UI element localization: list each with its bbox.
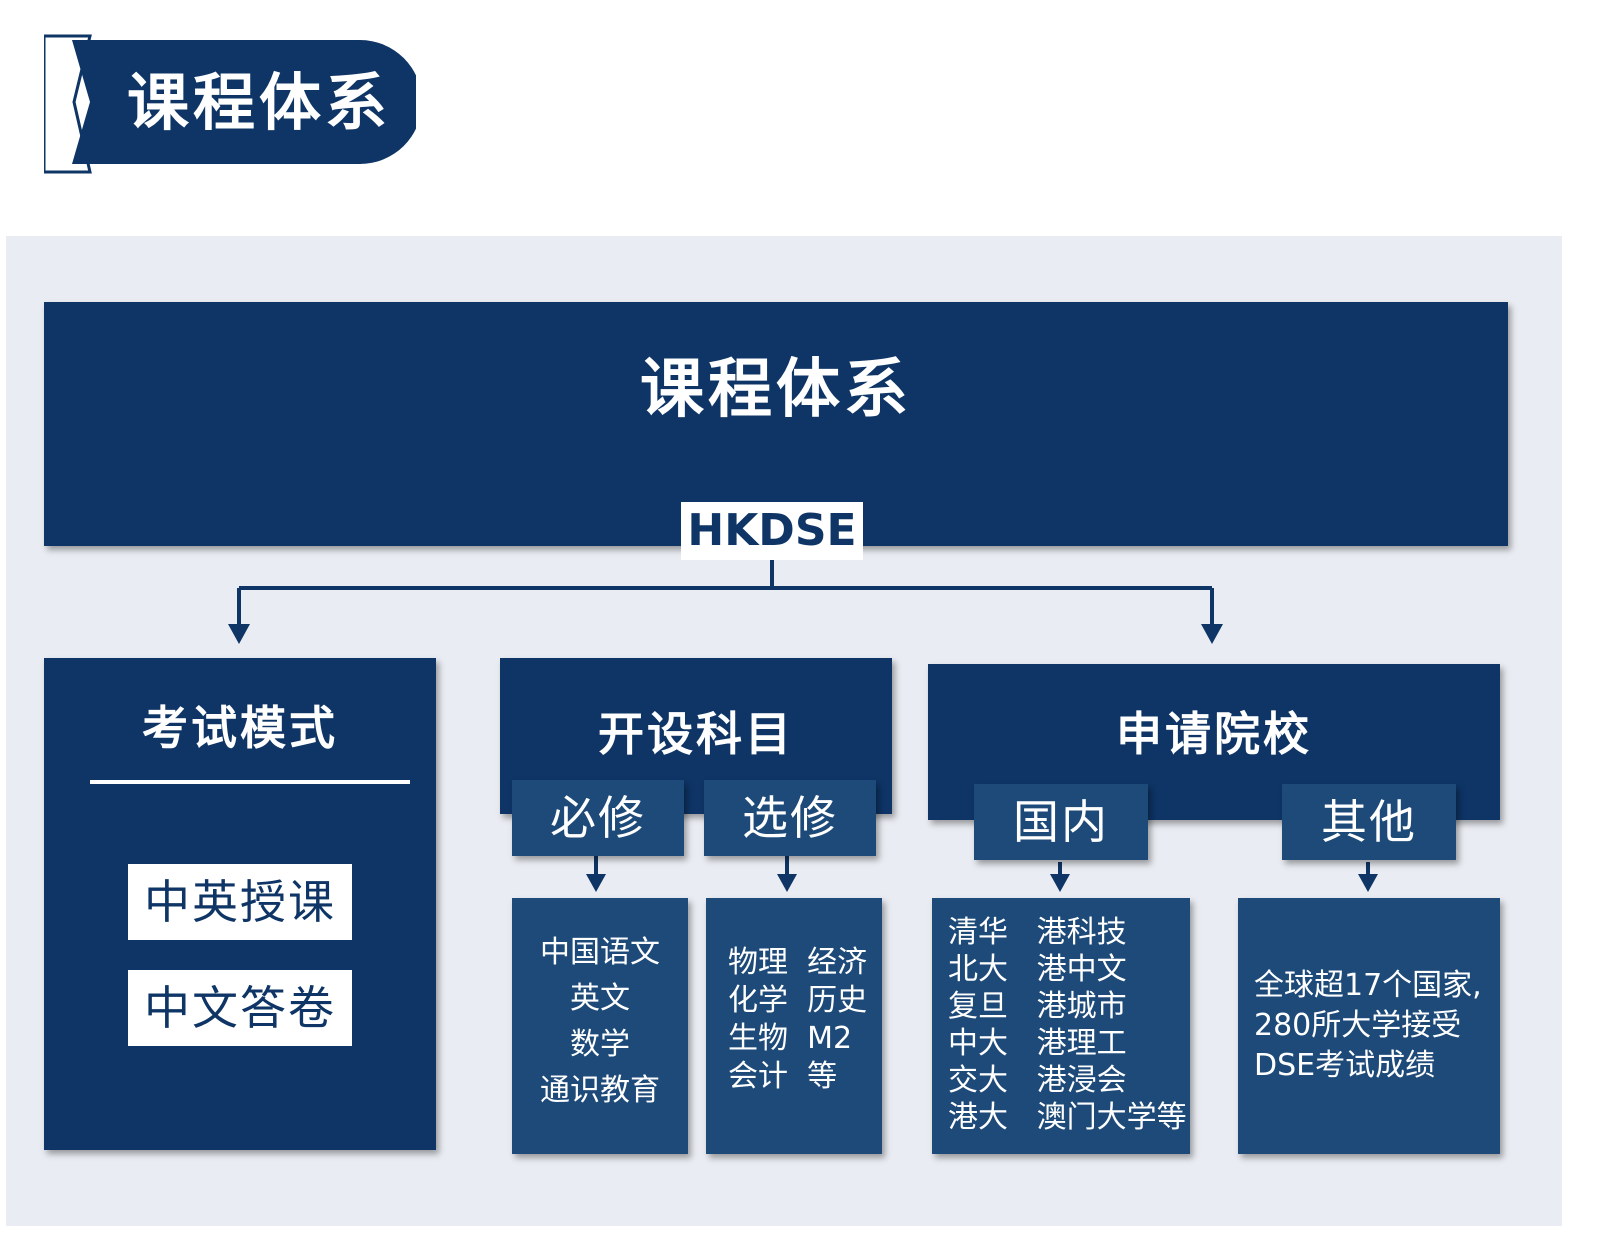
- subjects-title: 开设科目: [598, 707, 794, 761]
- list-item: 物理 经济: [728, 945, 868, 980]
- list-item: 清华 港科技: [948, 915, 1127, 950]
- root-title: 课程体系: [640, 353, 912, 427]
- exam-mode-item: 中英授课: [128, 864, 352, 940]
- exam-mode-title: 考试模式: [142, 701, 338, 755]
- list-item: 中大 港理工: [948, 1026, 1127, 1061]
- list-item: 生物 M2: [728, 1021, 853, 1056]
- exam-mode-divider: [90, 780, 410, 784]
- root-subtitle-badge: HKDSE: [681, 502, 863, 560]
- list-item: 数学: [570, 1027, 630, 1062]
- connector-lines: [228, 546, 1378, 892]
- list-item: 通识教育: [540, 1073, 660, 1108]
- banner-title: 课程体系: [126, 66, 391, 139]
- domestic-tab: 国内: [974, 784, 1148, 860]
- list-item: DSE考试成绩: [1254, 1048, 1436, 1083]
- list-item: 280所大学接受: [1254, 1008, 1462, 1043]
- list-item: 复旦 港城市: [948, 989, 1127, 1024]
- section-banner: 课程体系: [44, 34, 416, 174]
- other-tab: 其他: [1282, 784, 1456, 860]
- list-item: 全球超17个国家,: [1254, 968, 1482, 1003]
- list-item: 化学 历史: [728, 983, 868, 1018]
- schools-title: 申请院校: [1116, 707, 1312, 761]
- other-schools-box: 全球超17个国家, 280所大学接受 DSE考试成绩: [1238, 898, 1500, 1154]
- list-item: 会计 等: [728, 1059, 838, 1094]
- list-item: 港大 澳门大学等: [948, 1100, 1187, 1135]
- curriculum-root-box: 课程体系 HKDSE: [44, 302, 1508, 560]
- list-item: 交大 港浸会: [948, 1063, 1127, 1098]
- domestic-schools-box: 清华 港科技 北大 港中文 复旦 港城市 中大 港理工 交大 港浸会 港大 澳门…: [932, 898, 1190, 1154]
- list-item: 中国语文: [540, 935, 660, 970]
- diagram-panel: 课程体系 HKDSE 考试模式 中英授课 中文答卷 开设科目 必修 选修 中国语…: [6, 236, 1562, 1226]
- exam-mode-item: 中文答卷: [128, 970, 352, 1046]
- elective-subjects-box: 物理 经济 化学 历史 生物 M2 会计 等: [706, 898, 882, 1154]
- banner-shape: [44, 34, 416, 174]
- required-tab: 必修: [512, 780, 684, 856]
- elective-tab: 选修: [704, 780, 876, 856]
- exam-mode-box: 考试模式 中英授课 中文答卷: [44, 658, 436, 1150]
- list-item: 英文: [570, 981, 630, 1016]
- list-item: 北大 港中文: [948, 952, 1127, 987]
- required-subjects-box: 中国语文 英文 数学 通识教育: [512, 898, 688, 1154]
